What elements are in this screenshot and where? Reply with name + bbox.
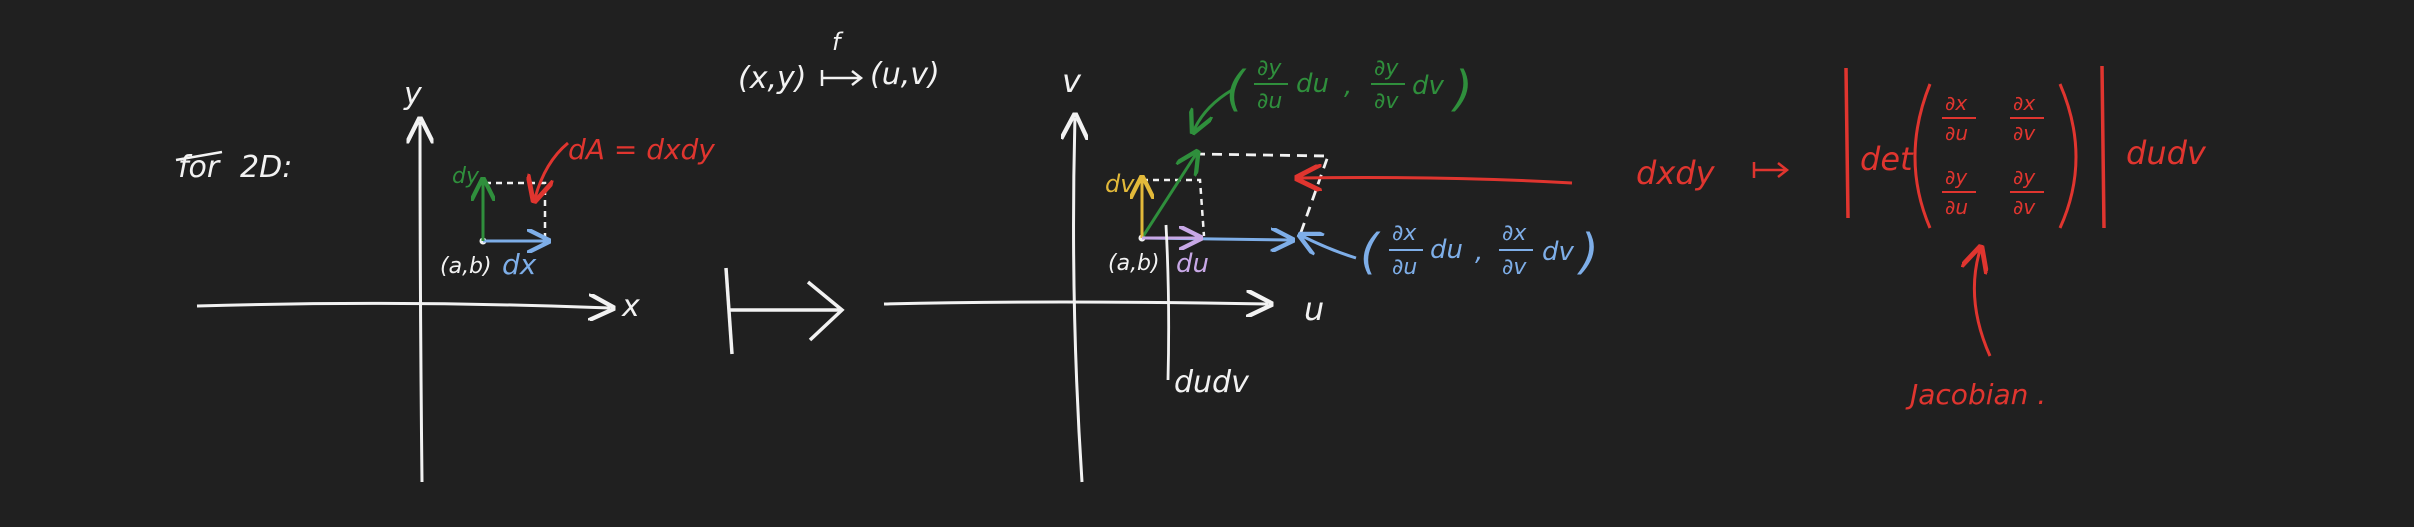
dudv-pointer-line [1164, 224, 1171, 381]
du-label: du [1176, 249, 1209, 279]
blue-paren-close: ) [1577, 224, 1599, 280]
left-plot: x y (a,b) dx dy dA = dxdy [196, 77, 715, 483]
maps-to-arrow [724, 267, 845, 355]
left-x-axis [196, 303, 610, 308]
abs-bar-left [1844, 67, 1850, 219]
green-comp1-num: ∂y [1257, 56, 1282, 81]
green-paren-open: ( [1226, 61, 1247, 117]
jacobian-lhs: dxdy [1636, 154, 1716, 192]
m22-num: ∂y [2013, 165, 2036, 189]
blue-comp1-tail: du [1430, 235, 1463, 265]
v-axis-label: v [1062, 62, 1082, 100]
blue-paren-open: ( [1360, 224, 1381, 280]
green-image-vector [1140, 154, 1196, 239]
jacobian-mapsto-arrow [1752, 162, 1790, 178]
green-comp1-den: ∂u [1257, 89, 1282, 114]
matrix-paren-left [1913, 83, 1932, 229]
right-point-label: (a,b) [1108, 251, 1160, 276]
green-separator: , [1344, 71, 1352, 101]
function-mapping: (x,y) f (u,v) [738, 28, 940, 96]
jacobian-annotation-arrow [1974, 250, 1992, 357]
m11-num: ∂x [1945, 91, 1967, 115]
mapping-domain: (x,y) [738, 61, 806, 96]
m11-den: ∂u [1945, 121, 1968, 145]
transformed-area-parallelogram [1194, 152, 1330, 236]
m12-num: ∂x [2013, 91, 2035, 115]
m12-den: ∂v [2013, 121, 2036, 145]
area-annotation-arrow [535, 141, 569, 198]
blue-comp2-num: ∂x [1502, 221, 1527, 246]
original-area-rectangle [1142, 178, 1206, 237]
green-comp2-tail: dv [1412, 71, 1445, 101]
blue-comp1-den: ∂u [1392, 255, 1417, 280]
mapping-range: (u,v) [870, 57, 940, 92]
dudv-label: dudv [1174, 365, 1250, 400]
jacobian-formula: dxdy det ∂x ∂u ∂x ∂v ∂y ∂u ∂y ∂v dudv Ja… [1636, 65, 2207, 411]
m21-den: ∂u [1945, 195, 1968, 219]
left-y-axis [420, 122, 422, 483]
dx-label: dx [502, 248, 537, 281]
jacobian-annotation: Jacobian . [1905, 378, 2046, 411]
green-comp1-tail: du [1296, 69, 1329, 99]
left-point-label: (a,b) [440, 254, 492, 279]
function-name: f [832, 28, 844, 56]
green-comp2-num: ∂y [1374, 56, 1399, 81]
dy-label: dy [452, 164, 480, 189]
m21-num: ∂y [1945, 165, 1968, 189]
jacobian-rhs: dudv [2126, 134, 2207, 172]
intro-2d-text: 2D: [240, 150, 292, 185]
m22-den: ∂v [2013, 195, 2036, 219]
u-axis-label: u [1304, 290, 1324, 328]
matrix-paren-right [2058, 83, 2078, 229]
area-relation-arrow [1300, 178, 1573, 183]
right-v-axis [1074, 118, 1082, 483]
green-vector-expression: ( ∂y ∂u du , ∂y ∂v dv ) [1226, 56, 1473, 117]
right-plot: u v dudv (a,b) du dv ( ∂y ∂u du , ∂y ∂v … [883, 56, 1599, 483]
intro-label: for 2D: [175, 150, 292, 185]
mapsto-arrow-small [820, 70, 864, 86]
dv-label: dv [1105, 170, 1135, 198]
left-y-axis-label: y [403, 77, 423, 112]
det-label: det [1860, 140, 1914, 178]
blue-comp2-tail: dv [1542, 237, 1575, 267]
green-comp2-den: ∂v [1374, 89, 1399, 114]
blue-comp1-num: ∂x [1392, 221, 1417, 246]
blue-vector-expression: ( ∂x ∂u du , ∂x ∂v dv ) [1360, 221, 1599, 280]
strikethrough-line [175, 150, 223, 162]
area-annotation: dA = dxdy [568, 133, 715, 166]
green-vector-pointer [1194, 88, 1233, 130]
green-paren-close: ) [1451, 61, 1473, 117]
blue-separator: , [1475, 237, 1483, 267]
right-u-axis [883, 302, 1268, 304]
blue-comp2-den: ∂v [1502, 255, 1527, 280]
abs-bar-right [2100, 65, 2106, 229]
blue-vector-pointer [1302, 236, 1357, 260]
left-x-axis-label: x [621, 289, 640, 324]
